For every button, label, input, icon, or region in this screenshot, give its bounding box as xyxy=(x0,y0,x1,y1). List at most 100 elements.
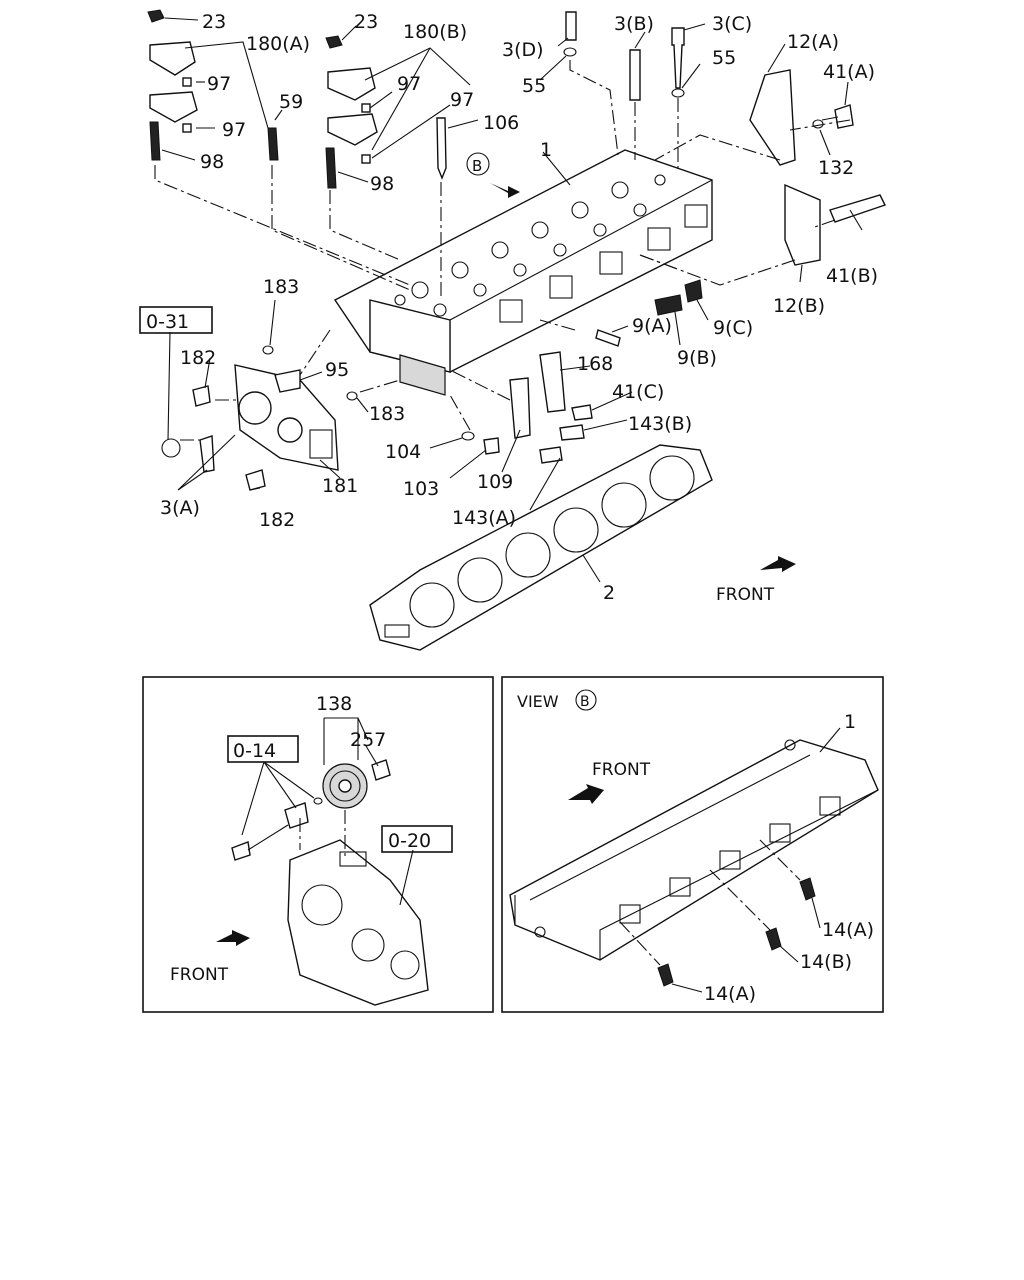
label-143a: 143(A) xyxy=(452,507,516,529)
label-181: 181 xyxy=(322,475,358,497)
label-41a: 41(A) xyxy=(823,61,875,83)
cylinder-head xyxy=(333,149,713,396)
label-3a: 3(A) xyxy=(160,497,200,519)
label-0-14: 0-14 xyxy=(233,740,276,762)
ref-box-0-20 xyxy=(381,825,453,853)
snap-ring-0-31 xyxy=(161,438,181,458)
label-front-left-panel: FRONT xyxy=(170,965,229,985)
washer-104 xyxy=(461,431,475,441)
label-12b: 12(B) xyxy=(773,295,825,317)
callout-b-circle xyxy=(466,152,490,176)
label-front-main: FRONT xyxy=(716,585,775,605)
bearing-cap-180a xyxy=(147,9,198,161)
oring-183a xyxy=(262,345,274,355)
label-103: 103 xyxy=(403,478,439,500)
bolt-3a xyxy=(199,435,215,473)
label-3c: 3(C) xyxy=(712,13,752,35)
panel-right-frame xyxy=(501,676,884,1013)
label-138: 138 xyxy=(316,693,352,715)
bolt-182a xyxy=(192,385,211,407)
label-12a: 12(A) xyxy=(787,31,839,53)
label-41b: 41(B) xyxy=(826,265,878,287)
studs-9 xyxy=(595,279,703,347)
label-3d: 3(D) xyxy=(502,39,544,61)
timing-gear-panel: 138 257 0-14 0-20 FRONT xyxy=(142,676,494,1013)
label-9c: 9(C) xyxy=(713,317,753,339)
label-0-20: 0-20 xyxy=(388,830,431,852)
view-b-circle xyxy=(575,689,597,711)
label-180a: 180(A) xyxy=(246,33,310,55)
view-title: VIEW xyxy=(517,692,559,711)
label-98b: 98 xyxy=(370,173,394,195)
label-0-31: 0-31 xyxy=(146,311,189,333)
cylinder-head-ports xyxy=(499,204,708,323)
panel-left-frame xyxy=(142,676,494,1013)
bolt-0-14 xyxy=(231,841,251,861)
callout-b-letter: B xyxy=(472,157,482,175)
label-183a: 183 xyxy=(263,276,299,298)
label-23a: 23 xyxy=(202,11,226,33)
label-front-view-b: FRONT xyxy=(592,760,651,780)
label-55a: 55 xyxy=(522,75,546,97)
label-9b: 9(B) xyxy=(677,347,717,369)
label-14b: 14(B) xyxy=(800,951,852,973)
label-97c: 97 xyxy=(397,73,421,95)
stud-59 xyxy=(267,127,279,161)
label-109: 109 xyxy=(477,471,513,493)
label-14a-lower: 14(A) xyxy=(704,983,756,1005)
label-3b: 3(B) xyxy=(614,13,654,35)
label-1: 1 xyxy=(540,139,552,161)
idler-gear-138 xyxy=(322,763,368,809)
cylinder-head-view-b xyxy=(509,739,879,987)
view-b-panel: VIEW B FRONT 1 14(A) 14 xyxy=(501,676,884,1013)
label-14a-upper: 14(A) xyxy=(822,919,874,941)
plug-103 xyxy=(483,437,500,455)
bolt-182b xyxy=(245,469,266,491)
bracket-12a xyxy=(749,69,854,166)
label-104: 104 xyxy=(385,441,421,463)
front-arrow-main xyxy=(760,556,796,572)
label-97b: 97 xyxy=(222,119,246,141)
bolts-3bcd xyxy=(563,11,685,101)
main-exploded-view: B xyxy=(139,9,886,651)
ref-box-0-14 xyxy=(227,735,299,763)
view-b-letter: B xyxy=(580,694,590,710)
oring-183b xyxy=(346,391,358,401)
label-1-view-b: 1 xyxy=(844,711,856,733)
label-182a: 182 xyxy=(180,347,216,369)
label-55b: 55 xyxy=(712,47,736,69)
front-arrow-view-b xyxy=(568,784,604,804)
bracket-12b xyxy=(784,183,886,266)
timing-case-0-20 xyxy=(287,839,429,1006)
idler-shaft xyxy=(284,802,309,829)
label-59: 59 xyxy=(279,91,303,113)
label-132: 132 xyxy=(818,157,854,179)
main-labels: 23 180(A) 97 97 98 59 23 180(B) 97 97 98… xyxy=(146,11,878,605)
label-97a: 97 xyxy=(207,73,231,95)
label-257: 257 xyxy=(350,729,386,751)
front-arrow-left-panel xyxy=(216,930,250,946)
label-23b: 23 xyxy=(354,11,378,33)
leader-lines-main xyxy=(161,17,863,583)
label-9a: 9(A) xyxy=(632,315,672,337)
assembly-lines xyxy=(154,60,851,441)
label-2: 2 xyxy=(603,582,615,604)
label-95: 95 xyxy=(325,359,349,381)
label-97d: 97 xyxy=(450,89,474,111)
label-168: 168 xyxy=(577,353,613,375)
label-106: 106 xyxy=(483,112,519,134)
label-180b: 180(B) xyxy=(403,21,467,43)
label-182b: 182 xyxy=(259,509,295,531)
pin-106 xyxy=(436,117,447,180)
view-b-direction-arrow xyxy=(490,183,520,198)
label-143b: 143(B) xyxy=(628,413,692,435)
bearing-cap-180b xyxy=(325,35,378,189)
cylinder-head-holes xyxy=(394,174,666,317)
ref-box-0-31 xyxy=(139,306,213,334)
hanger-168-109 xyxy=(509,351,593,464)
label-98a: 98 xyxy=(200,151,224,173)
front-cover-181 xyxy=(234,364,339,471)
head-gasket xyxy=(369,444,713,651)
bushing-257 xyxy=(371,759,391,781)
